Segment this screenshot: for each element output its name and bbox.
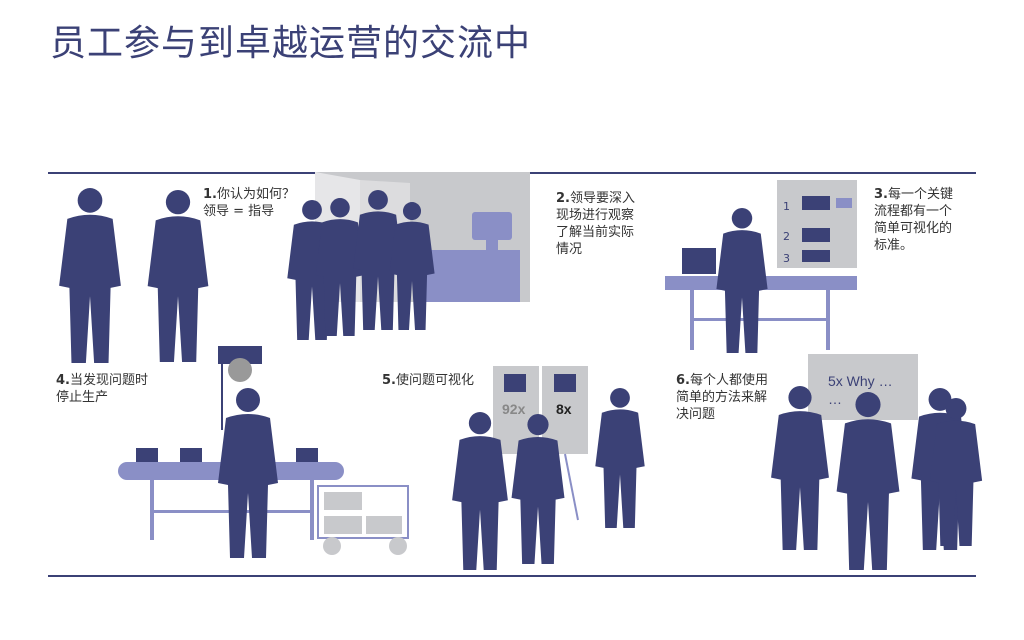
parts-cart	[317, 485, 409, 555]
step-text-line: 领导要深入	[569, 191, 635, 206]
step-4-caption: 4.当发现问题时停止生产	[56, 372, 148, 406]
person-silhouette	[771, 386, 829, 550]
step-text-line: 流程都有一个	[874, 204, 953, 219]
step-text-line: 停止生产	[56, 390, 109, 405]
step-5-caption: 5.使问题可视化	[382, 372, 474, 389]
person-silhouette	[595, 388, 645, 528]
person-silhouette	[452, 412, 508, 570]
step-number: 4.	[56, 373, 70, 388]
step-1-caption: 1.你认为如何？ 领导 = 指导	[203, 186, 295, 220]
step-3-label: 3	[783, 252, 790, 265]
person-silhouette	[716, 208, 768, 353]
count-8x: 8x	[556, 401, 572, 417]
step-text-line: 简单可视化的	[874, 221, 953, 236]
step-number: 1.	[203, 187, 217, 202]
people-silhouettes	[59, 188, 983, 570]
step-text-line: 每一个关键	[887, 187, 953, 202]
step-text-line: 简单的方法来解	[676, 390, 768, 405]
bottom-divider	[48, 575, 976, 577]
step-number: 5.	[382, 373, 396, 388]
five-why-ellipsis: …	[828, 391, 842, 407]
step-2-label: 2	[783, 230, 790, 243]
step-1-label: 1	[783, 200, 790, 213]
andon-light	[218, 346, 262, 430]
person-silhouette	[59, 188, 121, 363]
person-silhouette	[836, 392, 900, 570]
five-why-text: 5x Why …	[828, 373, 893, 389]
person-silhouette	[218, 388, 278, 558]
step-number: 6.	[676, 373, 690, 388]
step-text-line: 情况	[556, 242, 583, 257]
step-3-caption: 3.每一个关键流程都有一个简单可视化的标准。	[874, 186, 953, 254]
step-text-line: 当发现问题时	[69, 373, 148, 388]
person-silhouette	[147, 190, 209, 362]
standard-board: 1 2 3	[777, 180, 857, 268]
person-silhouette	[353, 190, 403, 330]
step-number: 2.	[556, 191, 570, 206]
step-text-line: 你认为如何？	[216, 187, 295, 202]
step-text-line: 标准。	[874, 238, 914, 253]
person-silhouette	[315, 198, 365, 336]
step-text-line: 使问题可视化	[395, 373, 474, 388]
step-text-line: 每个人都使用	[689, 373, 768, 388]
step-text-line: 决问题	[676, 407, 716, 422]
page-title: 员工参与到卓越运营的交流中	[50, 23, 532, 64]
person-silhouette	[929, 398, 983, 546]
step-number: 3.	[874, 187, 888, 202]
step-text-line: 领导 = 指导	[203, 204, 275, 219]
person-silhouette	[511, 414, 565, 564]
step-text-line: 现场进行观察	[556, 208, 635, 223]
step-2-caption: 2.领导要深入现场进行观察了解当前实际情况	[556, 190, 635, 258]
person-silhouette	[389, 202, 435, 330]
step-6-caption: 6.每个人都使用简单的方法来解决问题	[676, 372, 768, 423]
count-92x: 92x	[502, 401, 526, 417]
step-text-line: 了解当前实际	[556, 225, 635, 240]
